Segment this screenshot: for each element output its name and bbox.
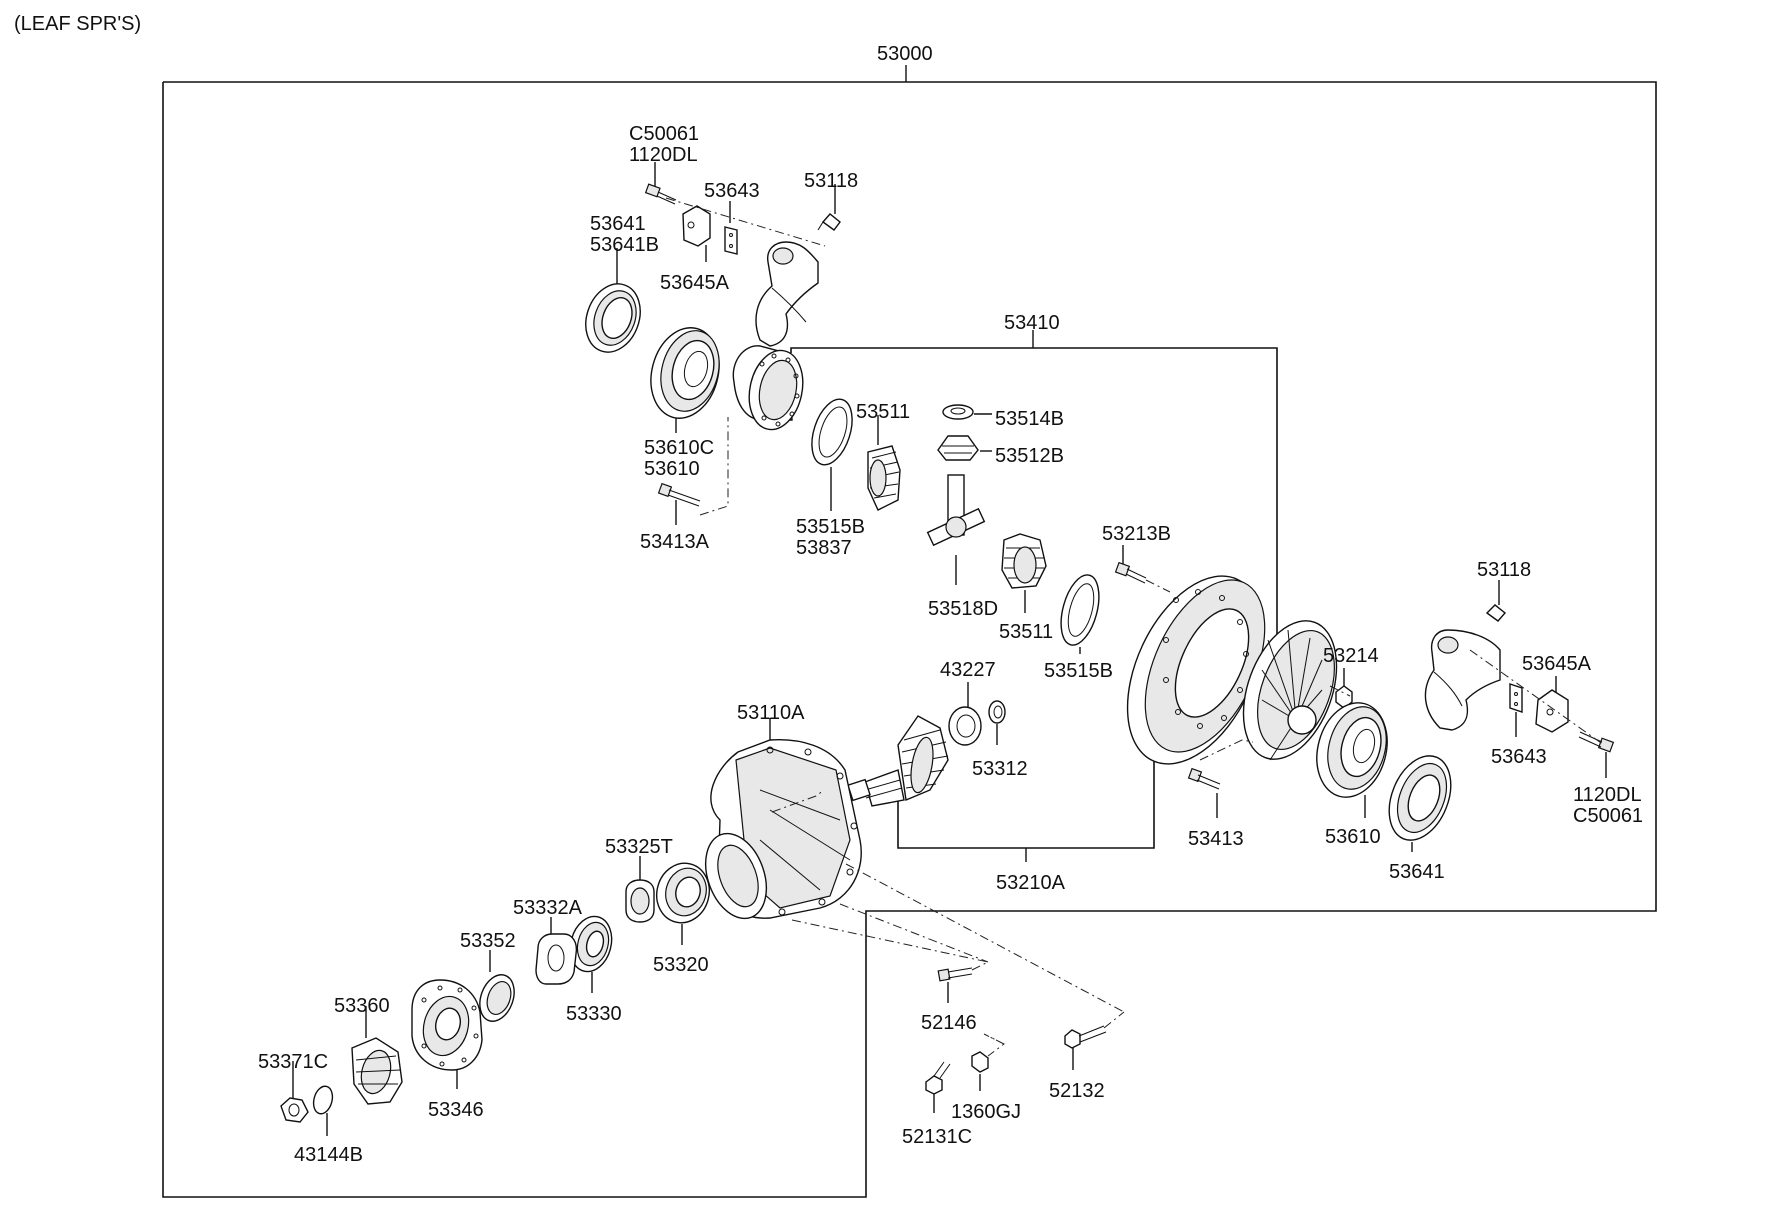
label-1120dl-right: 1120DL xyxy=(1573,784,1642,806)
label-53360: 53360 xyxy=(334,995,390,1017)
label-53643-left: 53643 xyxy=(704,180,760,202)
label-53352: 53352 xyxy=(460,930,516,952)
bolt-53413 xyxy=(1187,767,1221,818)
label-53413a: 53413A xyxy=(640,531,710,553)
label-53518d: 53518D xyxy=(928,598,998,620)
label-53512b: 53512B xyxy=(995,445,1064,467)
spider-53518d xyxy=(926,474,986,585)
label-53371c: 53371C xyxy=(258,1051,328,1073)
bolt-53213b xyxy=(1114,545,1171,593)
label-53346: 53346 xyxy=(428,1099,484,1121)
header-note: (LEAF SPR'S) xyxy=(14,13,141,35)
label-53515b-right: 53515B xyxy=(1044,660,1113,682)
label-53641b-left: 53641B xyxy=(590,234,659,256)
label-53118-right: 53118 xyxy=(1477,559,1531,581)
companion-flange-53346 xyxy=(411,979,483,1089)
label-53645a-left: 53645A xyxy=(660,272,730,294)
side-gear-53511-bottom xyxy=(1001,533,1047,613)
spacer-53312 xyxy=(988,700,1006,745)
bearing-53320 xyxy=(656,862,710,945)
bolt-52131c xyxy=(925,1061,951,1113)
bolt-c50061-left xyxy=(644,162,677,205)
spacer-53325t xyxy=(625,856,655,923)
seal-53352 xyxy=(479,950,515,1022)
assembly-frame: 53000 xyxy=(162,43,1657,1198)
label-1360gj: 1360GJ xyxy=(951,1101,1021,1123)
nut-53371c xyxy=(280,1061,309,1123)
label-52132: 52132 xyxy=(1049,1080,1105,1102)
label-53210a: 53210A xyxy=(996,872,1066,894)
label-53325t: 53325T xyxy=(605,836,673,858)
label-53837: 53837 xyxy=(796,537,852,559)
lock-plate-53645a-left xyxy=(682,205,711,262)
label-53641-right: 53641 xyxy=(1389,861,1445,883)
label-53413: 53413 xyxy=(1188,828,1244,850)
side-gear-53511-top xyxy=(867,415,901,511)
differential-case-right xyxy=(1199,620,1338,761)
label-53645a-right: 53645A xyxy=(1522,653,1592,675)
label-53610c: 53610C xyxy=(644,437,714,459)
label-53118-left: 53118 xyxy=(804,170,858,192)
bolt-52146 xyxy=(937,961,989,1003)
label-53610-left: 53610 xyxy=(644,458,700,480)
part-labels: C50061 1120DL 53643 53118 53641 53641B 5… xyxy=(258,123,1643,1166)
label-43144b: 43144B xyxy=(294,1144,363,1166)
label-53214: 53214 xyxy=(1323,645,1379,667)
label-52131c: 52131C xyxy=(902,1126,972,1148)
ring-gear xyxy=(1126,575,1266,765)
drive-pinion xyxy=(847,715,949,807)
label-53515b-left: 53515B xyxy=(796,516,865,538)
bracket-53210a xyxy=(897,716,1155,862)
bearing-cap-left xyxy=(644,162,841,347)
label-52146: 52146 xyxy=(921,1012,977,1034)
washer-1360gj xyxy=(971,1033,1005,1091)
label-43227: 43227 xyxy=(940,659,996,681)
label-53641-left: 53641 xyxy=(590,213,646,235)
label-53610-right: 53610 xyxy=(1325,826,1381,848)
label-c50061-right: C50061 xyxy=(1573,805,1643,827)
bearing-cap-body-left xyxy=(755,241,819,347)
differential-case xyxy=(699,345,804,516)
carrier-housing xyxy=(704,718,1125,1013)
label-53643-right: 53643 xyxy=(1491,746,1547,768)
thrust-washer-53515b-right xyxy=(1060,574,1100,654)
label-1120dl-left: 1120DL xyxy=(629,144,698,166)
nut-53214 xyxy=(1329,668,1353,709)
bolt-52132 xyxy=(1064,1011,1125,1070)
spacer-53332a xyxy=(535,917,578,985)
thrust-washer-53515b-left xyxy=(811,398,853,511)
label-53511-bottom: 53511 xyxy=(999,621,1053,643)
label-53332a: 53332A xyxy=(513,897,583,919)
bearing-53610-right xyxy=(1316,702,1388,818)
bolt-53413a xyxy=(657,482,701,525)
label-53213b: 53213B xyxy=(1102,523,1171,545)
sub-assembly-number: 53410 xyxy=(1004,312,1060,334)
label-53511-top: 53511 xyxy=(856,401,910,423)
washer-53514b xyxy=(942,404,992,420)
oil-seal-53641-left xyxy=(585,248,641,353)
pinion-53512b xyxy=(937,435,992,461)
assembly-number: 53000 xyxy=(877,43,933,65)
oil-seal-53641-right xyxy=(1388,755,1452,852)
bearing-53610c xyxy=(650,327,720,433)
yoke-53360 xyxy=(351,1006,403,1105)
o-ring-43144b xyxy=(312,1085,334,1136)
washer-53643-left xyxy=(724,201,738,255)
bearing-43227 xyxy=(948,682,982,746)
label-53312: 53312 xyxy=(972,758,1028,780)
bearing-cap-right xyxy=(1424,580,1615,778)
clip-53118-left xyxy=(817,184,841,231)
sub-assembly-frame: 53410 xyxy=(790,312,1278,655)
label-53110a: 53110A xyxy=(737,702,805,724)
label-53514b: 53514B xyxy=(995,408,1064,430)
label-53330: 53330 xyxy=(566,1003,622,1025)
label-53320: 53320 xyxy=(653,954,709,976)
label-c50061-left: C50061 xyxy=(629,123,699,145)
